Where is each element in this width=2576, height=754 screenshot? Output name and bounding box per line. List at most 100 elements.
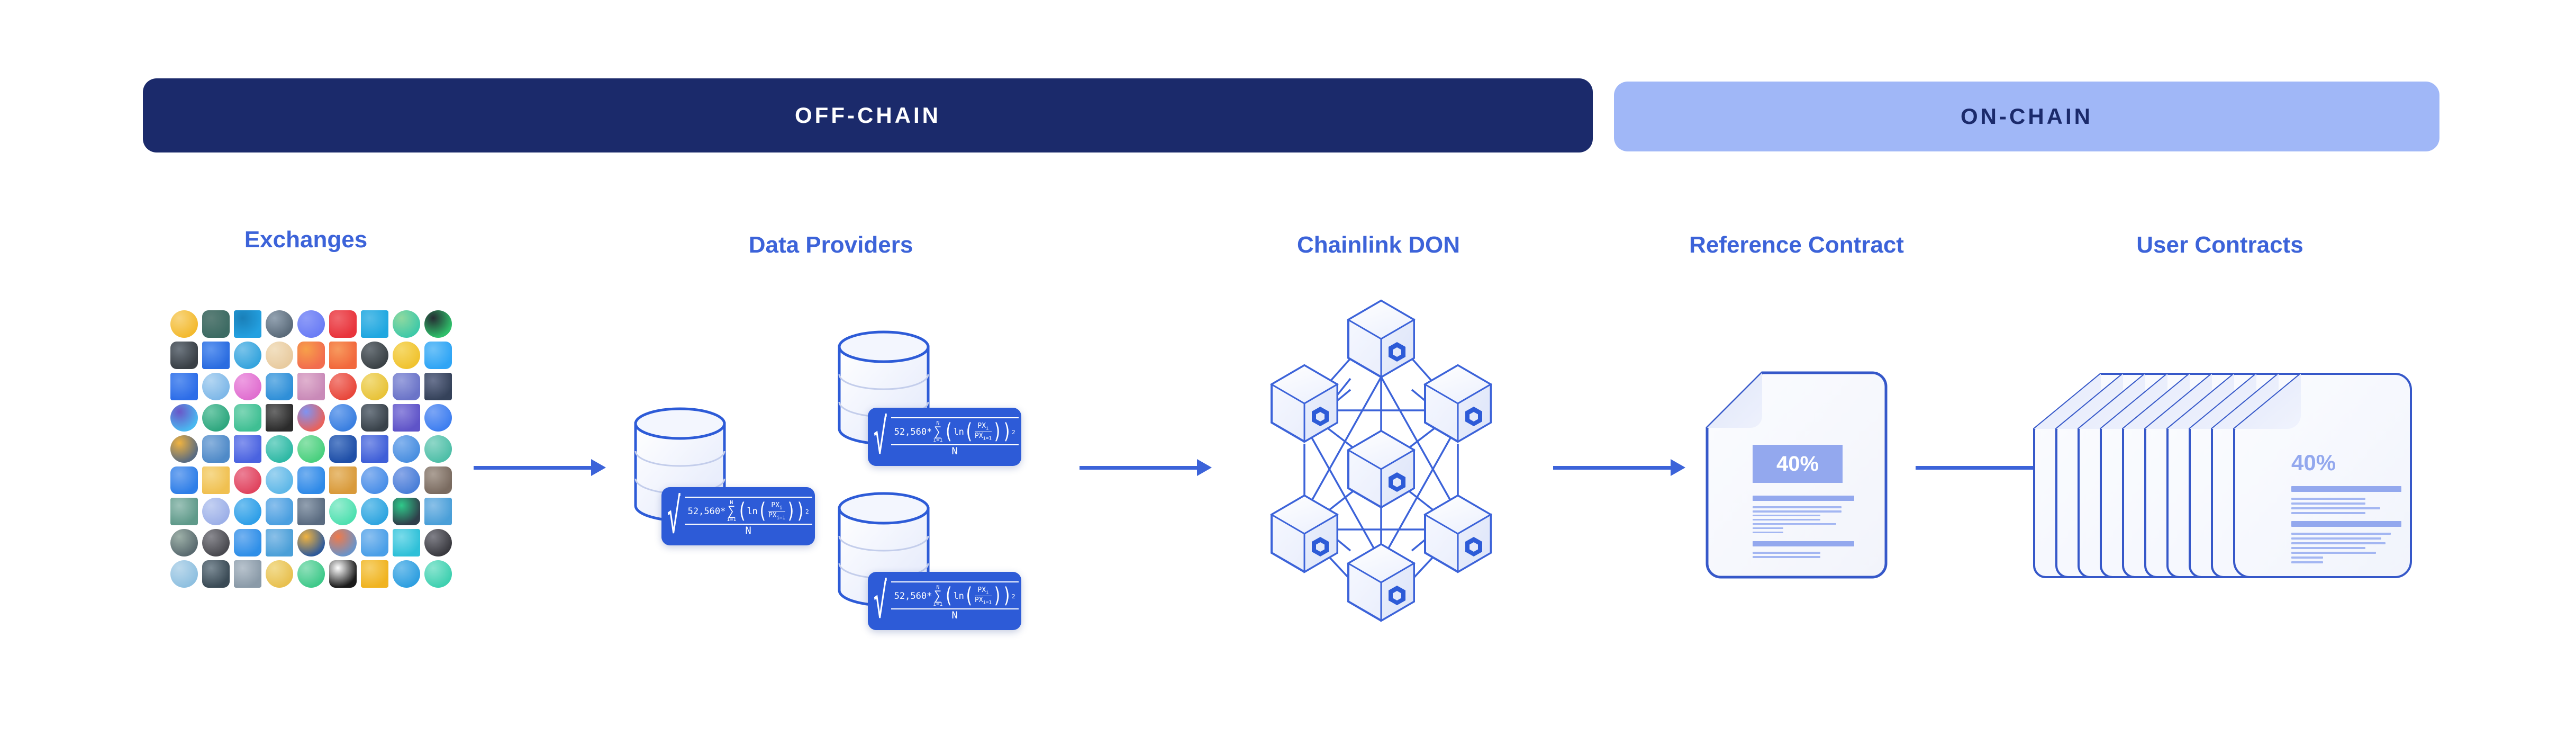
doc-text-line [2291, 512, 2365, 514]
doc-text-line [1753, 515, 1820, 516]
leafcoin-icon [170, 529, 198, 556]
doc-text-line [2291, 533, 2391, 535]
bitflyer-icon [361, 498, 388, 525]
switcheo-icon [424, 404, 452, 432]
don-node-bottom [1347, 543, 1415, 622]
doc-heading-bar [1753, 496, 1854, 501]
doc-text-line [1753, 519, 1820, 520]
exchanges-logo-grid [170, 310, 455, 591]
gemini-icon [329, 498, 357, 525]
coinone-icon [297, 342, 325, 369]
liquid-icon [393, 310, 420, 338]
bitbox-icon [361, 435, 388, 463]
volatility-formula: √ 52,560* N ∑ i=1 ( ln ( PXi PXi=1 [664, 492, 812, 540]
offchain-label: OFF-CHAIN [795, 103, 941, 128]
volatility-formula-card: √ 52,560* N ∑ i=1 ( ln ( PXi PXi=1 [868, 572, 1021, 630]
don-node-lower-left [1271, 495, 1338, 573]
binance-icon [170, 310, 198, 338]
doc-text-line [2291, 507, 2380, 509]
mosaic-icon [297, 560, 325, 588]
phoenix-icon [424, 435, 452, 463]
bitkub-icon [393, 373, 420, 400]
bitforex-icon [170, 342, 198, 369]
hotbit-icon [329, 373, 357, 400]
percentage-banner [1753, 445, 1843, 483]
bitpoint-icon [329, 529, 357, 556]
don-node-top [1347, 300, 1415, 378]
doc-text-line [1753, 523, 1836, 525]
huobi-icon [234, 466, 261, 494]
coinmate-icon [393, 435, 420, 463]
okex-icon [202, 342, 230, 369]
bitbank2-icon [424, 498, 452, 525]
doc-text-line [2291, 561, 2323, 563]
doc-text-line [1753, 552, 1820, 554]
coinex-icon [266, 435, 293, 463]
bitpanda-icon [361, 404, 388, 432]
arrow-reference-to-user [1916, 456, 2048, 478]
column-title-exchanges: Exchanges [244, 227, 368, 253]
zbcom-icon [329, 466, 357, 494]
coinegg-icon [424, 310, 452, 338]
omgfin-icon [393, 342, 420, 369]
dragonex-icon [234, 498, 261, 525]
digifinex-icon [393, 466, 420, 494]
whitebit-icon [329, 560, 357, 588]
don-node-upper-left [1271, 364, 1338, 443]
column-title-user-contracts: User Contracts [2136, 232, 2303, 258]
doc-heading-bar [2291, 521, 2401, 527]
bitfinex-icon [170, 435, 198, 463]
onchain-label: ON-CHAIN [1961, 104, 2093, 129]
user-contracts-stack: 40% [2032, 371, 2413, 582]
exmo-mountain-icon [170, 498, 198, 525]
don-node-lower-right [1424, 495, 1492, 573]
tokenize-icon [202, 404, 230, 432]
coinsbit-icon [202, 435, 230, 463]
volatility-formula-card: √ 52,560* N ∑ i=1 ( ln ( PXi PXi=1 [661, 487, 815, 545]
yobit-icon [266, 310, 293, 338]
doc-text-line [2291, 556, 2323, 559]
bitso-icon [266, 373, 293, 400]
arrow-exchanges-to-providers [474, 456, 606, 478]
arrow-don-to-reference [1553, 456, 1685, 478]
user-contract-percentage: 40% [2291, 450, 2336, 475]
braziliex-icon [424, 529, 452, 556]
bluefin-icon [170, 560, 198, 588]
bitcoincom-icon [361, 466, 388, 494]
sistemkoin-icon [361, 310, 388, 338]
kraken-icon [234, 435, 261, 463]
lbank-icon [424, 342, 452, 369]
column-title-chainlink-don: Chainlink DON [1296, 232, 1461, 258]
bitrabbit-icon [266, 529, 293, 556]
diamond-icon [393, 529, 420, 556]
volatility-formula: √ 52,560* N ∑ i=1 ( ln ( PXi PXi=1 [870, 572, 1019, 629]
bitbank-icon [266, 342, 293, 369]
reference-percentage: 40% [1776, 452, 1819, 475]
radical-icon: √ [873, 408, 888, 465]
bitz-icon [329, 404, 357, 432]
altilly-icon [202, 373, 230, 400]
doc-text-line [1753, 506, 1842, 508]
hitbtc-icon [234, 342, 261, 369]
rightbtc-icon [361, 529, 388, 556]
doc-heading-bar [2291, 486, 2401, 492]
doc-text-line [1753, 532, 1783, 533]
fatbtc-icon [393, 560, 420, 588]
don-node-center [1347, 430, 1415, 508]
doc-text-line [2291, 498, 2365, 500]
stex-icon [234, 373, 261, 400]
doc-text-line [2291, 547, 2365, 549]
column-title-data-providers: Data Providers [748, 232, 913, 258]
zbg-icon [170, 466, 198, 494]
coinall-icon [234, 529, 261, 556]
arrow-providers-to-don [1080, 456, 1212, 478]
don-node-upper-right [1424, 364, 1492, 443]
bitmex-icon [297, 404, 325, 432]
deribit-icon [361, 342, 388, 369]
korbit-icon [170, 404, 198, 432]
bitstamp-icon [329, 435, 357, 463]
trustdex-icon [202, 529, 230, 556]
bitmax-icon [297, 466, 325, 494]
coinbene-icon [297, 435, 325, 463]
radical-icon: √ [873, 572, 888, 629]
